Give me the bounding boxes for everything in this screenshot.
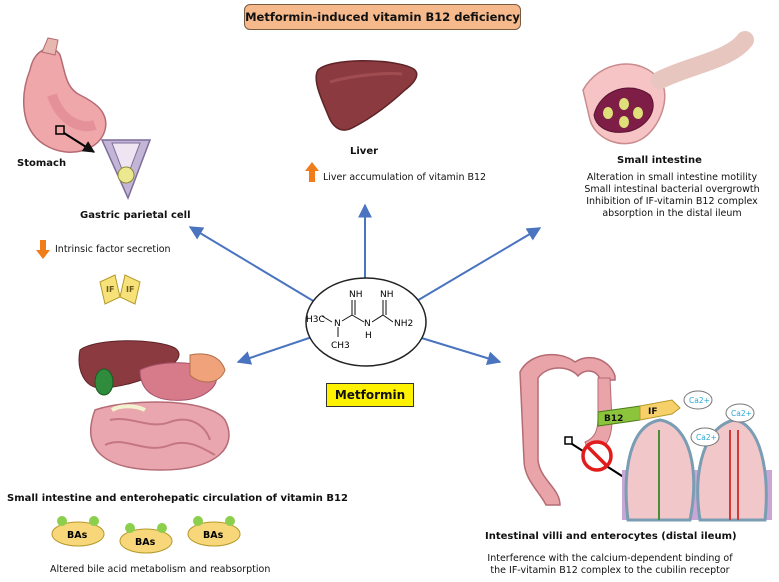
b12-if-complex-icon: B12 IF <box>597 399 681 427</box>
svg-text:B12: B12 <box>604 414 623 424</box>
villi-effects: Interference with the calcium-dependent … <box>445 553 775 577</box>
effect-arrows <box>188 203 542 366</box>
mol-n: N <box>334 319 341 329</box>
arrow-to-enterohepatic <box>236 334 319 365</box>
svg-text:BAs: BAs <box>203 530 224 541</box>
si-effect-4: absorption in the distal ileum <box>602 208 742 219</box>
villi-effect-2: the IF-vitamin B12 complex to the cubili… <box>490 565 730 576</box>
mol-h: H <box>365 331 372 341</box>
bile-acids-icons: BAs BAs BAs <box>51 516 241 554</box>
svg-text:BAs: BAs <box>67 530 88 541</box>
villi-illustration <box>622 418 772 522</box>
small-intestine-effects: Alteration in small intestine motility S… <box>577 172 767 220</box>
arrow-up-liver-icon <box>305 162 319 182</box>
metformin-structure <box>321 300 394 337</box>
mol-nh-left: NH <box>349 290 363 300</box>
liver-effect: Liver accumulation of vitamin B12 <box>323 172 487 183</box>
enterohepatic-illustration <box>78 340 230 471</box>
villi-label: Intestinal villi and enterocytes (distal… <box>485 531 737 542</box>
mol-nh2: NH2 <box>394 319 413 329</box>
small-intestine-illustration <box>582 31 754 145</box>
mol-n2: N <box>364 319 371 329</box>
calcium-ions: Ca2+ Ca2+ Ca2+ <box>683 390 755 447</box>
figure-title: Metformin-induced vitamin B12 deficiency <box>244 4 521 30</box>
enterohepatic-effect: Altered bile acid metabolism and reabsor… <box>50 564 271 575</box>
arrow-to-small-intestine <box>414 227 542 303</box>
small-intestine-label: Small intestine <box>617 155 702 166</box>
if-tags-icon: IF IF <box>99 274 141 305</box>
arrow-down-if-icon <box>36 240 50 259</box>
svg-text:IF: IF <box>126 285 134 294</box>
svg-text:Ca2+: Ca2+ <box>731 409 752 418</box>
si-effect-2: Small intestinal bacterial overgrowth <box>584 184 760 195</box>
stomach-illustration <box>23 37 152 200</box>
si-effect-3: Inhibition of IF-vitamin B12 complex <box>586 196 758 207</box>
svg-text:IF: IF <box>106 285 114 294</box>
mol-h3c: H3C <box>306 315 325 325</box>
parietal-cell-label: Gastric parietal cell <box>80 210 191 221</box>
colon-illustration <box>519 353 638 506</box>
villi-effect-1: Interference with the calcium-dependent … <box>487 553 733 564</box>
metformin-label: Metformin <box>326 383 414 407</box>
arrow-to-villi <box>414 335 502 366</box>
liver-illustration <box>315 59 418 131</box>
metformin-ellipse <box>305 277 427 367</box>
mol-nh-right: NH <box>380 290 394 300</box>
enterohepatic-label: Small intestine and enterohepatic circul… <box>7 493 348 504</box>
stomach-label: Stomach <box>17 158 67 169</box>
liver-label: Liver <box>350 146 379 157</box>
svg-text:Ca2+: Ca2+ <box>696 433 717 442</box>
stomach-effect: Intrinsic factor secretion <box>55 244 171 255</box>
svg-text:IF: IF <box>648 407 658 417</box>
arrow-to-stomach <box>188 226 321 306</box>
mol-ch3: CH3 <box>331 341 350 351</box>
svg-text:Ca2+: Ca2+ <box>689 396 710 405</box>
si-effect-1: Alteration in small intestine motility <box>586 172 758 183</box>
svg-text:BAs: BAs <box>135 537 156 548</box>
